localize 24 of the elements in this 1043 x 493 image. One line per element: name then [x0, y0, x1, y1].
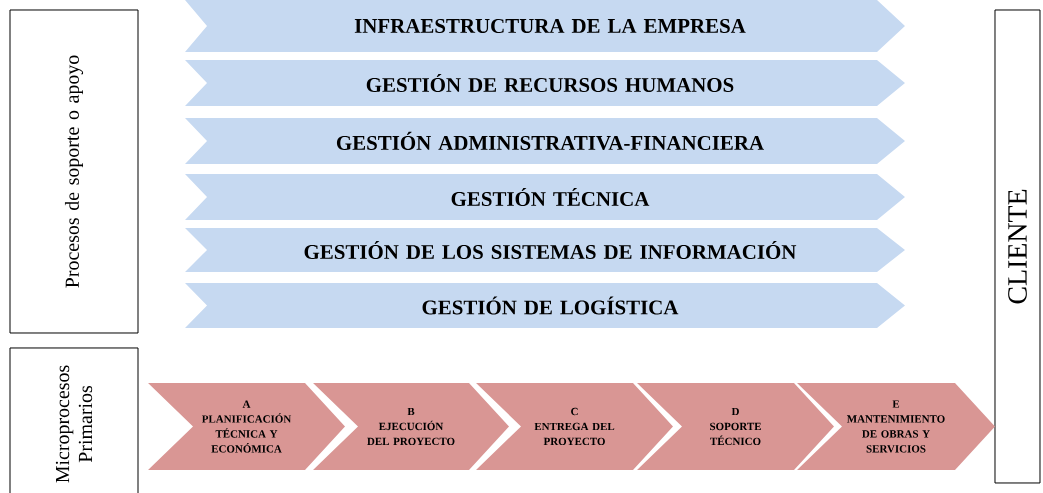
process-banner: B EJECUCIÓN DEL PROYECTO	[313, 383, 509, 470]
node-label: E	[892, 400, 900, 408]
process-banner: C ENTREGA DEL PROYECTO	[476, 383, 673, 470]
label-box: Microprocesos Primarios	[9, 347, 139, 493]
process-banner: GESTIÓN TÉCNICA	[185, 174, 905, 220]
process-banner: D SOPORTE TÉCNICO	[637, 383, 834, 470]
node-label: SOPORTE TÉCNICO	[710, 422, 761, 446]
label-box: Procesos de soporte o apoyo	[9, 9, 139, 334]
process-banner: INFRAESTRUCTURA DE LA EMPRESA	[185, 0, 905, 52]
node-label: ENTREGA DEL PROYECTO	[534, 422, 615, 446]
process-banner: GESTIÓN DE RECURSOS HUMANOS	[185, 60, 905, 106]
node-label: B	[407, 407, 415, 416]
node-label: A	[242, 400, 251, 408]
process-banner: A PLANIFICACIÓN TÉCNICA Y ECONÓMICA	[148, 383, 345, 470]
node-label: PLANIFICACIÓN TÉCNICA Y ECONÓMICA	[201, 413, 292, 453]
process-banner: GESTIÓN DE LOGÍSTICA	[185, 283, 905, 328]
process-banner: GESTIÓN DE LOS SISTEMAS DE INFORMACIÓN	[185, 228, 905, 272]
node-label: EJECUCIÓN DEL PROYECTO	[367, 420, 455, 446]
node-label: C	[571, 407, 578, 416]
node-label: D	[731, 407, 739, 416]
process-banner: E MANTENIMIENTO DE OBRAS Y SERVICIOS	[797, 383, 995, 470]
node-label: MANTENIMIENTO DE OBRAS Y SERVICIOS	[846, 415, 945, 453]
label-box: CLIENTE	[994, 9, 1041, 484]
process-banner: GESTIÓN ADMINISTRATIVA-FINANCIERA	[185, 118, 905, 164]
